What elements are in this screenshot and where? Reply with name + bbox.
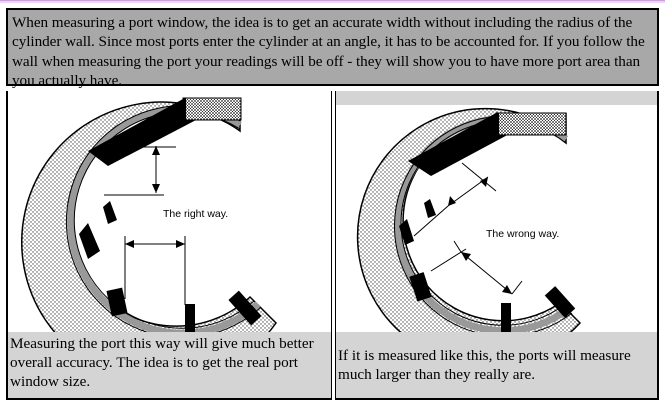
top-accent-line (0, 0, 665, 1)
right-way-label: The right way. (163, 208, 229, 220)
wrong-way-caption: If it is measured like this, the ports w… (336, 332, 657, 398)
wrong-way-label: The wrong way. (486, 228, 560, 240)
intro-box: When measuring a port window, the idea i… (6, 8, 659, 89)
intro-text: When measuring a port window, the idea i… (12, 14, 645, 89)
top-accent-line-shadow (0, 1, 665, 3)
right-way-caption: Measuring the port this way will give mu… (8, 332, 331, 398)
right-way-panel: The right way. Measuring the port this w… (6, 91, 332, 400)
right-way-diagram (21, 97, 277, 336)
top-grey-strip (336, 91, 657, 105)
wrong-way-diagram (356, 107, 582, 336)
wrong-way-panel: The wrong way. If it is measured like th… (335, 91, 659, 400)
